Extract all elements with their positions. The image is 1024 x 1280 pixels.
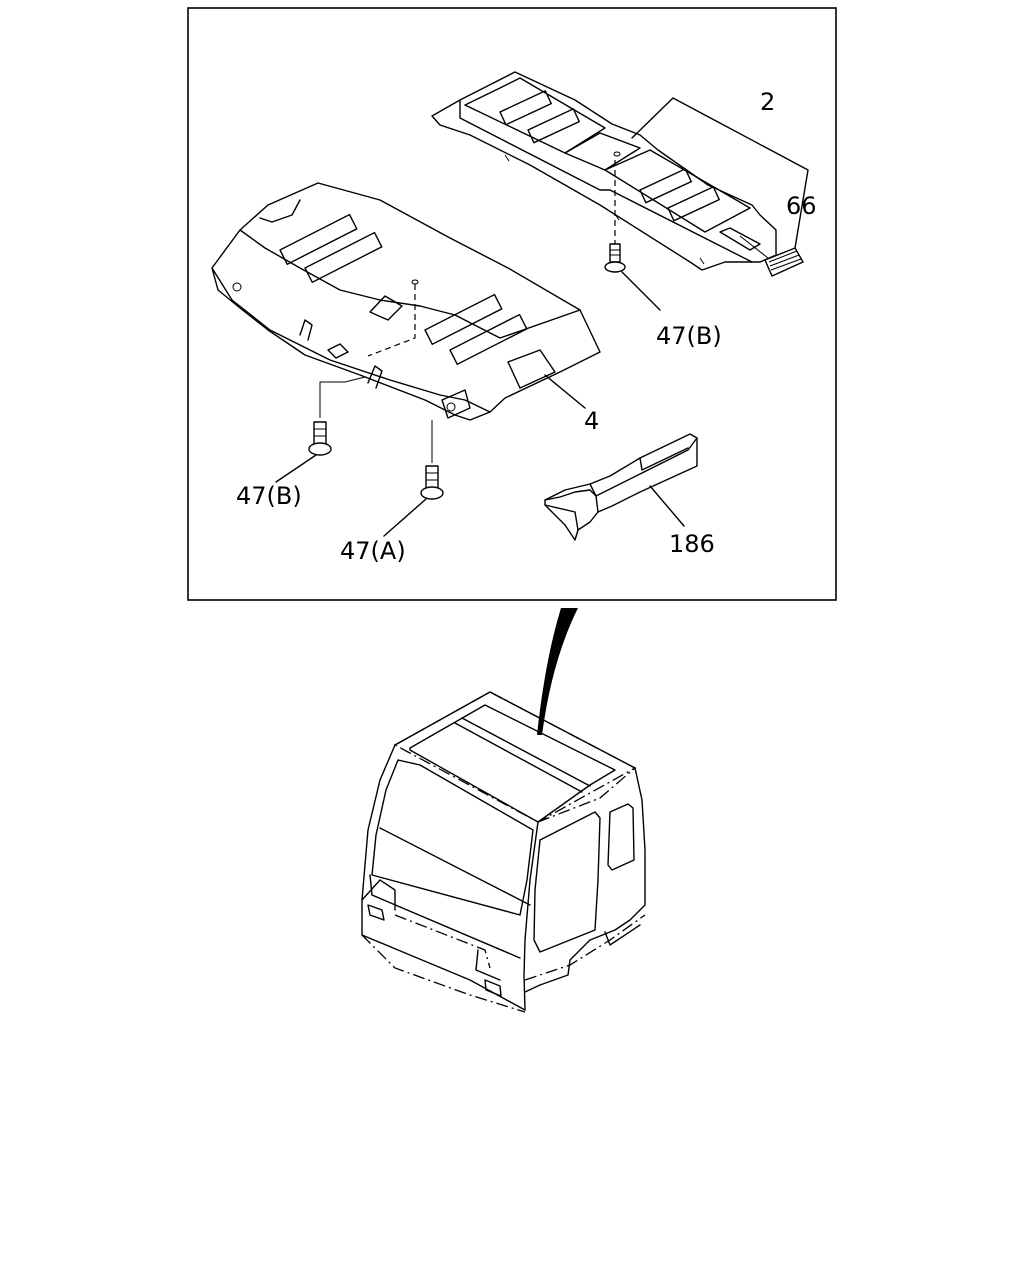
leader-lines: [275, 97, 809, 537]
detail-frame: [187, 7, 837, 601]
callout-2: 2: [760, 88, 775, 116]
roof-lining-part-4: [211, 182, 601, 421]
detail-pointer: [537, 608, 578, 735]
callout-66: 66: [786, 192, 817, 220]
fastener-47b-left: [308, 376, 366, 456]
callout-186: 186: [669, 530, 715, 558]
grille-part-66: [739, 235, 804, 277]
callout-4: 4: [584, 407, 599, 435]
trim-part-186: [544, 433, 698, 541]
truck-cab-overview: [361, 691, 646, 1013]
fastener-47b-right: [604, 160, 626, 273]
callout-47b-left: 47(B): [236, 482, 302, 510]
callout-47a: 47(A): [340, 537, 406, 565]
roof-lining-panel-part-2: [431, 71, 777, 271]
fastener-47a: [420, 420, 444, 500]
callout-47b-right: 47(B): [656, 322, 722, 350]
